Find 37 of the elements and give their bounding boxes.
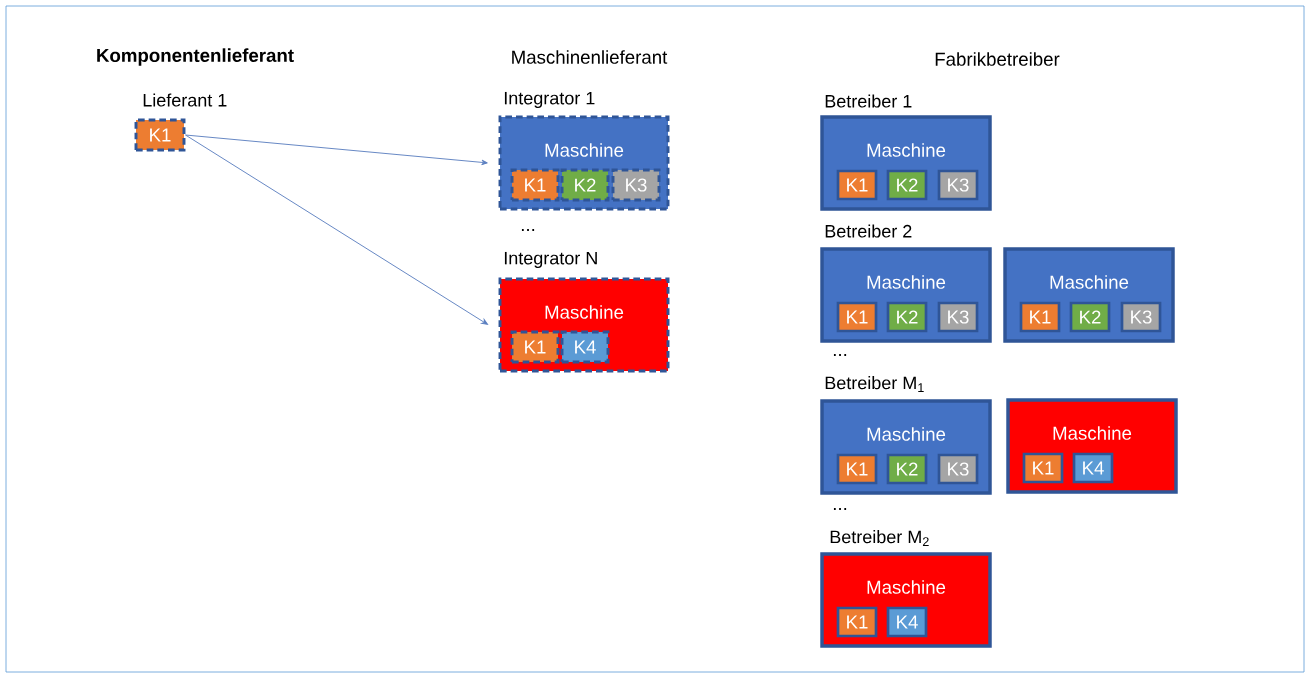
node-heading: Integrator N [504,251,597,269]
component-box: K4 [1072,452,1114,484]
component-box: K1 [836,301,878,333]
component-box: K3 [937,169,979,201]
component-box: K1 [510,330,560,364]
component-box: K2 [886,453,928,485]
node-heading: Betreiber M$_{2}$ [830,530,929,546]
node-heading: Betreiber M$_{1}$ [825,376,924,392]
component-box: K3 [1120,301,1162,333]
ellipsis: ... [521,229,535,231]
node-heading: Lieferant 1 [143,93,227,107]
column-heading: Komponentenlieferant [97,48,294,66]
column-heading: Fabrikbetreiber [935,52,1060,66]
component-box: K1 [1019,301,1061,333]
component-box: K2 [1069,301,1111,333]
node-heading: Betreiber 2 [825,224,912,238]
component-box: K2 [886,169,928,201]
component-box: K1 [836,169,878,201]
component-box: K1 [134,118,186,152]
component-box: K4 [886,606,928,638]
component-box: K3 [937,301,979,333]
node-heading: Betreiber 1 [825,94,912,108]
component-box: K3 [937,453,979,485]
component-box: K1 [510,168,560,202]
column-heading: Maschinenlieferant [512,50,668,64]
ellipsis: ... [833,508,847,510]
arrow [185,134,488,166]
component-box: K1 [1022,452,1064,484]
component-box: K3 [611,168,661,202]
component-box: K1 [836,453,878,485]
component-box: K1 [836,606,878,638]
ellipsis: ... [833,354,847,356]
component-box: K2 [560,168,610,202]
component-box: K2 [886,301,928,333]
component-box: K4 [560,330,610,364]
node-heading: Integrator 1 [504,91,595,109]
arrow [185,134,488,325]
